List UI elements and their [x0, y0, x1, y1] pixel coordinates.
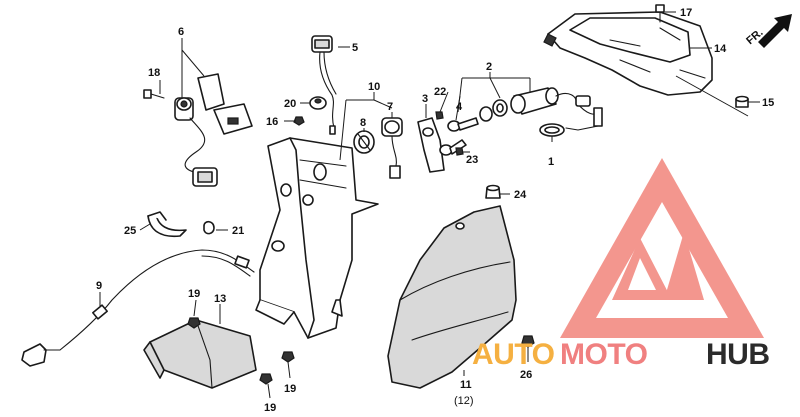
watermark-moto: MOTO: [560, 338, 648, 371]
part-17-bolt: [655, 4, 665, 23]
front-direction-arrow: FR.: [744, 14, 792, 48]
callout-3: 3: [422, 93, 428, 105]
callout-26: 26: [520, 369, 532, 381]
callout-20: 20: [284, 98, 296, 110]
callout-labels: 6 5 10 8 7 2 3 4 22 23 1 14 15 17 18 20 …: [96, 7, 774, 414]
part-21-clip: [203, 220, 215, 235]
callout-13: 13: [214, 293, 226, 305]
watermark-text: AUTO MOTO HUB: [472, 338, 770, 371]
part-23-screw: [455, 147, 464, 156]
callout-16: 16: [266, 116, 278, 128]
callout-1: 1: [548, 156, 554, 168]
part-19-screw-b: [281, 351, 295, 363]
part-13-box-cover: [143, 319, 257, 389]
part-22-screw: [435, 111, 444, 120]
callout-12: (12): [454, 395, 474, 407]
callout-19-c: 19: [264, 402, 276, 414]
watermark-hub: HUB: [706, 338, 770, 371]
callout-6: 6: [178, 26, 184, 38]
part-20-collar: [309, 96, 327, 110]
callout-5: 5: [352, 42, 358, 54]
callout-14: 14: [714, 43, 727, 55]
part-26-screw: [521, 335, 535, 348]
callout-10: 10: [368, 81, 380, 93]
part-2-lock-cylinder: [479, 87, 577, 122]
part-25-band: [147, 211, 187, 238]
part-24-cap: [485, 184, 501, 199]
part-4-keys: [439, 117, 479, 156]
callout-24: 24: [514, 189, 527, 201]
part-7-switch: [381, 117, 403, 179]
part-11-side-cover: [387, 205, 517, 389]
callout-25: 25: [124, 225, 136, 237]
part-19-screw-c: [259, 373, 273, 385]
part-19-screw-a: [187, 317, 201, 329]
part-14-rear-carrier: [543, 11, 713, 96]
part-8-grommet: [353, 130, 375, 154]
part-3-lock-plate: [417, 117, 445, 173]
part-1-clamp-cable: [539, 95, 603, 137]
callout-17: 17: [680, 7, 692, 19]
callout-8: 8: [360, 117, 366, 129]
watermark-auto: AUTO: [472, 338, 555, 371]
leader-lines: [99, 11, 760, 399]
part-5-socket: [311, 35, 337, 135]
part-6-switch-harness: [174, 73, 253, 187]
callout-23: 23: [466, 154, 478, 166]
callout-22: 22: [434, 86, 446, 98]
callout-7: 7: [387, 101, 393, 113]
callout-2: 2: [486, 61, 492, 73]
callout-9: 9: [96, 280, 102, 292]
part-10-inner-cover: [255, 137, 379, 339]
watermark-logo: [560, 158, 764, 338]
callout-19-a: 19: [188, 288, 200, 300]
part-9-cable: [21, 249, 255, 367]
callout-19-b: 19: [284, 383, 296, 395]
part-18-bolt: [143, 89, 165, 99]
callout-15: 15: [762, 97, 774, 109]
callout-18: 18: [148, 67, 160, 79]
part-15-cap: [735, 95, 749, 108]
callout-21: 21: [232, 225, 244, 237]
callout-4: 4: [456, 101, 463, 113]
callout-11: 11: [460, 379, 472, 391]
